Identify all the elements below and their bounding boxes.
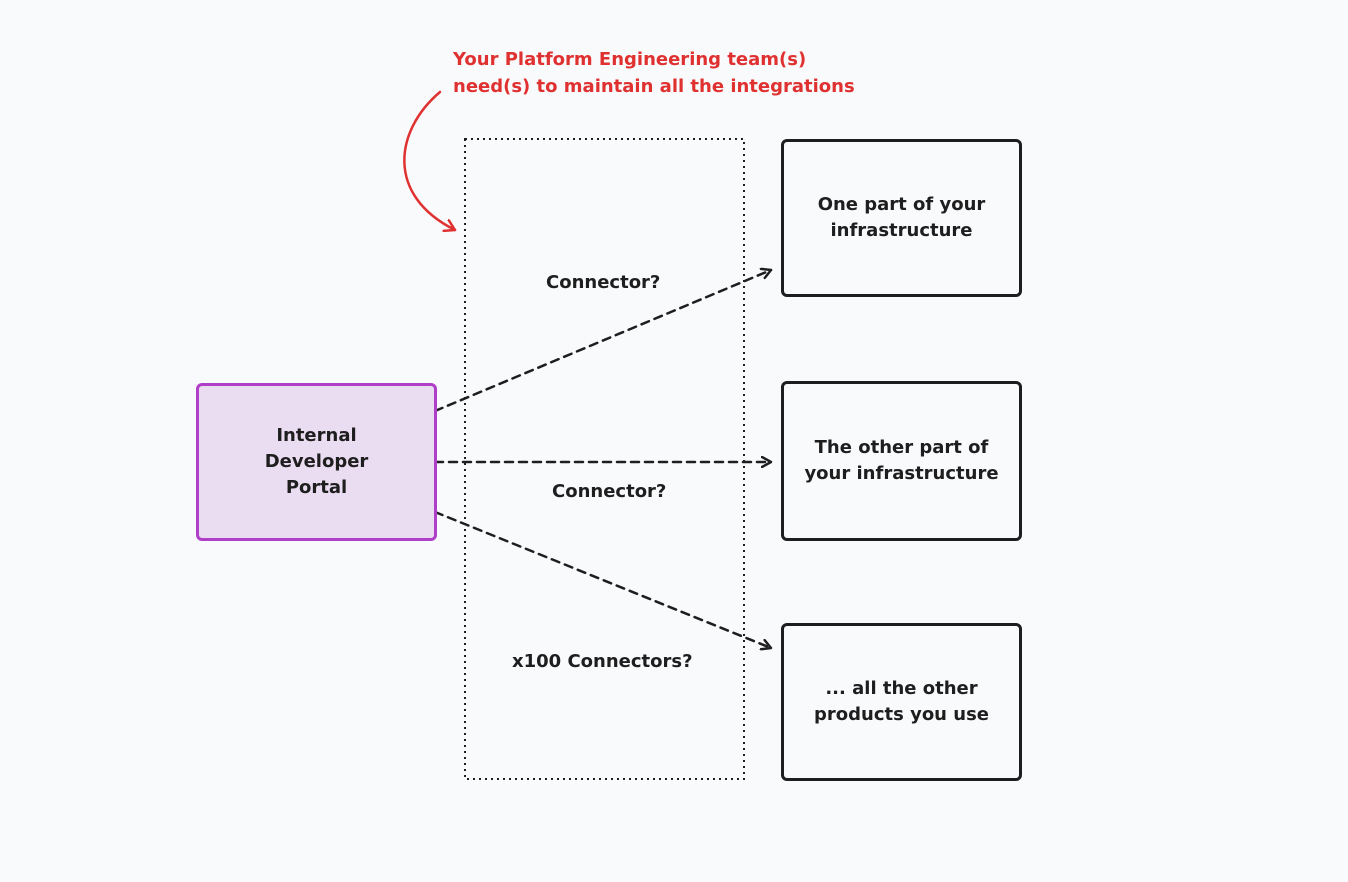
internal-developer-portal-box: Internal Developer Portal bbox=[196, 383, 437, 541]
other-products-box: ... all the other products you use bbox=[781, 623, 1022, 781]
annotation-text: Your Platform Engineering team(s) need(s… bbox=[453, 49, 855, 97]
infrastructure-part-two-box: The other part of your infrastructure bbox=[781, 381, 1022, 541]
arrow-to-target-1 bbox=[433, 270, 773, 413]
connector-label: x100 Connectors? bbox=[512, 651, 693, 672]
annotation-arrow bbox=[403, 90, 457, 230]
arrow-to-target-3 bbox=[433, 510, 773, 648]
infrastructure-part-one-box: One part of your infrastructure bbox=[781, 139, 1022, 297]
integration-zone bbox=[464, 138, 745, 780]
connector-label: Connector? bbox=[546, 272, 661, 293]
connector-label: Connector? bbox=[552, 481, 667, 502]
